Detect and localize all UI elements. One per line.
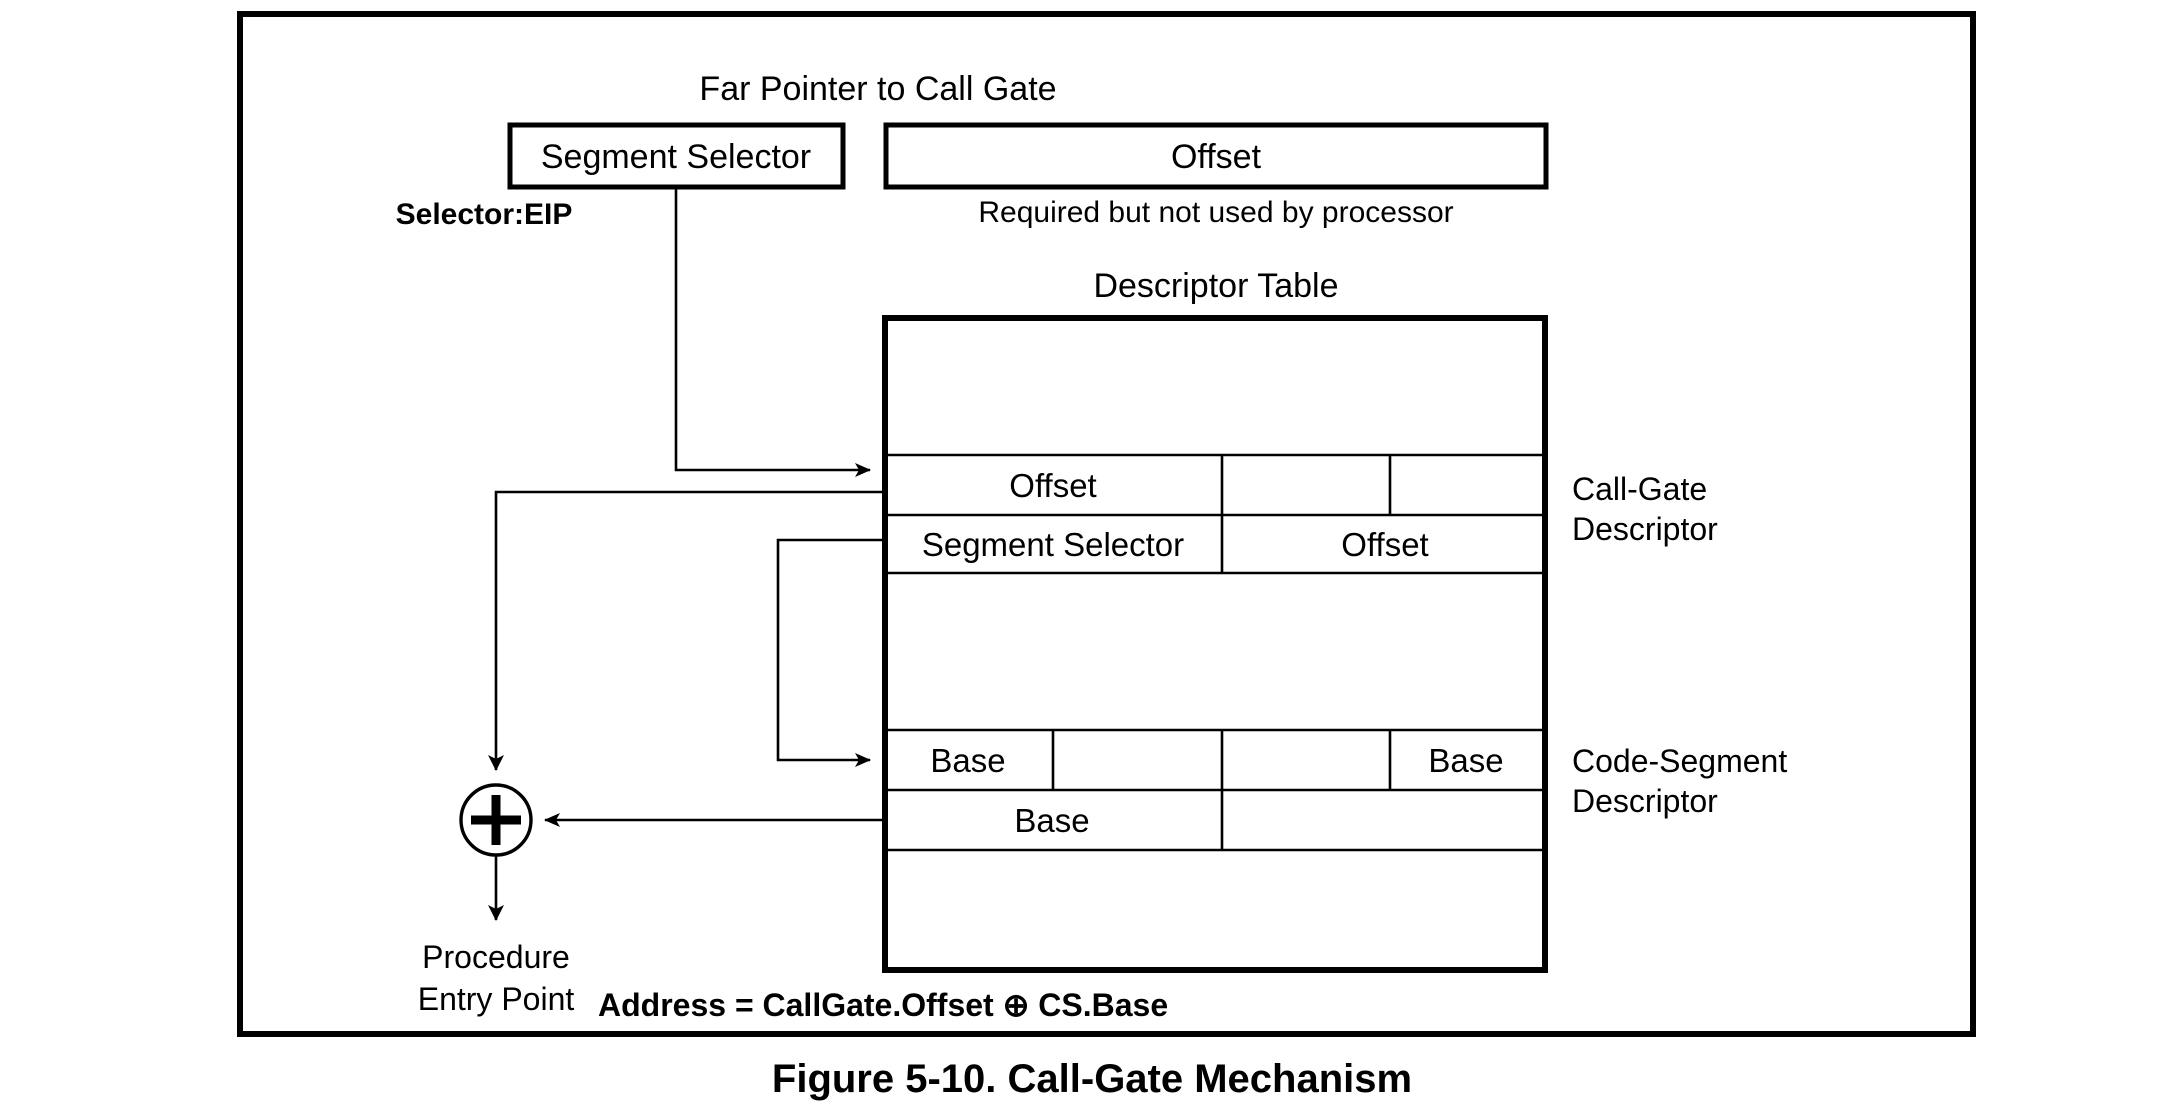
offset-box-label: Offset [1171,138,1262,176]
call-gate-descriptor-label-line1: Call-Gate [1572,471,1707,507]
cs-row1-cell1: Base [930,742,1005,779]
selector-eip-label: Selector:EIP [396,198,573,231]
far-pointer-title: Far Pointer to Call Gate [699,70,1056,108]
figure-frame [237,11,1976,1037]
procedure-entry-point-line1: Procedure [422,939,570,975]
descriptor-table-title: Descriptor Table [1093,267,1338,305]
callgate-offset-to-adder-arrow [488,490,885,771]
address-formula: Address = CallGate.Offset ⊕ CS.Base [598,987,1168,1023]
cs-row2-cell1: Base [1014,802,1089,839]
figure-caption: Figure 5-10. Call-Gate Mechanism [772,1057,1412,1101]
code-segment-descriptor-label-line1: Code-Segment [1572,743,1787,779]
procedure-entry-point-line2: Entry Point [418,981,575,1017]
cg-row1-cell1: Offset [1009,467,1096,504]
offset-note: Required but not used by processor [978,196,1453,229]
call-gate-descriptor-label-line2: Descriptor [1572,511,1718,547]
cg-row2-cell1: Segment Selector [922,526,1184,563]
selector-to-callgate-arrow [674,187,871,477]
segment-selector-box-label: Segment Selector [541,138,811,176]
callgate-selector-to-codeseg-arrow [776,538,885,767]
descriptor-table-frame [882,315,1548,973]
cg-row2-cell2: Offset [1341,526,1428,563]
offset-box [883,122,1549,190]
code-segment-descriptor-label-line2: Descriptor [1572,783,1718,819]
cs-row1-cell4: Base [1428,742,1503,779]
